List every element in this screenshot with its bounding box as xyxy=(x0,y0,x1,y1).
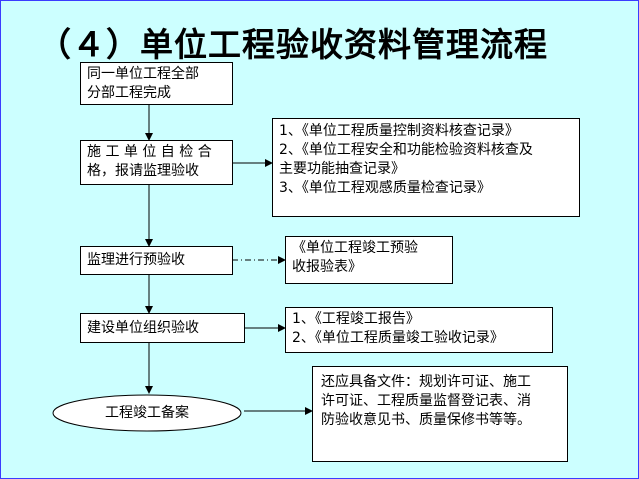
note1-box: 1、《单位工程质量控制资料核查记录》 2、《单位工程安全和功能检验资料核查及 主… xyxy=(272,118,580,217)
step3-box: 监理进行预验收 xyxy=(80,246,233,275)
step1-line1: 同一单位工程全部 xyxy=(87,66,199,82)
note1-line4: 3、《单位工程观感质量检查记录》 xyxy=(279,180,491,196)
step1-box: 同一单位工程全部 分部工程完成 xyxy=(80,62,233,105)
step5-label: 工程竣工备案 xyxy=(105,405,189,421)
note4-line2: 许可证、工程质量监督登记表、消 xyxy=(321,393,531,409)
note1-line1: 1、《单位工程质量控制资料核查记录》 xyxy=(279,123,519,139)
note1-line2: 2、《单位工程安全和功能检验资料核查及 xyxy=(279,142,533,158)
step2-line2: 格，报请监理验收 xyxy=(87,163,199,179)
note4-line3: 防验收意见书、质量保修书等等。 xyxy=(321,412,531,428)
step2-line1: 施 工 单 位 自 检 合 xyxy=(87,144,212,160)
note2-line2: 收报验表》 xyxy=(292,259,362,275)
note4-box: 还应具备文件：规划许可证、施工 许可证、工程质量监督登记表、消 防验收意见书、质… xyxy=(312,366,568,462)
page-title: （４）单位工程验收资料管理流程 xyxy=(38,25,548,64)
step2-box: 施 工 单 位 自 检 合 格，报请监理验收 xyxy=(80,140,233,185)
note2-box: 《单位工程竣工预验 收报验表》 xyxy=(285,236,453,284)
note1-line3: 主要功能抽查记录》 xyxy=(279,161,405,177)
step3-label: 监理进行预验收 xyxy=(87,252,185,268)
step1-line2: 分部工程完成 xyxy=(87,85,171,101)
note4-line1: 还应具备文件：规划许可证、施工 xyxy=(321,374,531,390)
step5-ellipse xyxy=(52,394,242,432)
step4-box: 建设单位组织验收 xyxy=(80,313,245,343)
note2-line1: 《单位工程竣工预验 xyxy=(292,240,418,256)
note3-line2: 2、《单位工程质量竣工验收记录》 xyxy=(292,330,504,346)
step4-label: 建设单位组织验收 xyxy=(87,320,199,336)
note3-box: 1、《工程竣工报告》 2、《单位工程质量竣工验收记录》 xyxy=(285,307,553,353)
note3-line1: 1、《工程竣工报告》 xyxy=(292,311,420,327)
